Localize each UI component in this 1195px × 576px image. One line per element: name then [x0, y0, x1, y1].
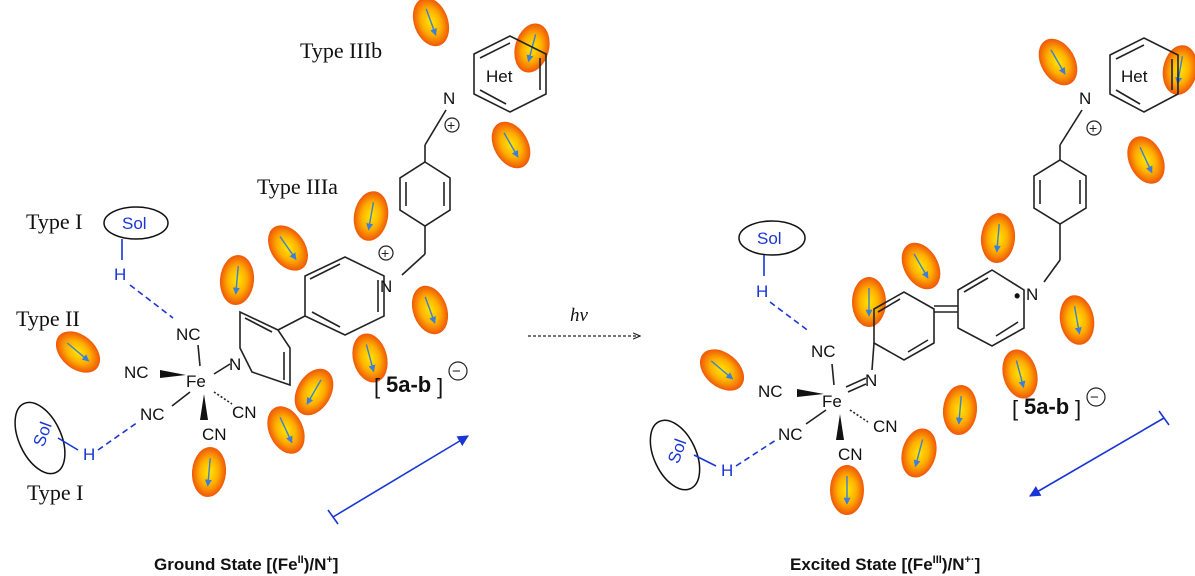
iron-cyanide-center-right: Fe NC NC NC CN CN: [758, 342, 898, 464]
iron-cyanide-center-left: Fe NC NC NC CN CN: [124, 325, 257, 444]
solvent-dipole: [1059, 295, 1095, 345]
solvent-dipole: [55, 331, 101, 373]
solvent-dipole: [1002, 349, 1038, 399]
solvent-bottom-right: Sol H: [649, 419, 777, 491]
reduced-viologen-ring-upper: N •: [957, 269, 1038, 347]
charge-plus-viologen: +: [381, 245, 389, 261]
nc-lower-left-right: NC: [778, 425, 803, 444]
solvent-dipole: [267, 406, 305, 454]
benzene-ring-left: [399, 161, 451, 227]
compound-5ab-right: 5a-b: [1024, 394, 1069, 419]
h-top: H: [114, 265, 126, 284]
n-atom-pyridine: N: [229, 355, 241, 374]
svg-text:]: ]: [1075, 396, 1081, 421]
solvent-dipole: [191, 447, 227, 497]
compound-label-right: [ 5a-b ] −: [1012, 387, 1106, 421]
solvent-dipole: [491, 121, 531, 169]
h-top-right: H: [756, 282, 768, 301]
solvent-dipole: [942, 385, 978, 435]
solvent-dipole: [1162, 45, 1195, 95]
photoexcitation-arrow: hv: [528, 305, 640, 336]
viologen-pyridinium-left: N +: [304, 245, 394, 336]
cn-bottom-right: CN: [838, 445, 863, 464]
n-atom-viologen-upper: N: [380, 277, 392, 296]
caption-ground-state: Ground State [(FeII)/N+]: [154, 554, 338, 574]
het-pyridinium-ring-right: Het N +: [1079, 37, 1179, 136]
solvent-dipole: [294, 368, 334, 416]
label-type-ii: Type II: [16, 306, 80, 331]
nc-lower-left: NC: [140, 405, 165, 424]
solvent-dipole: [219, 255, 255, 305]
het-label-right: Het: [1121, 67, 1148, 86]
compound-5ab-left: 5a-b: [386, 372, 431, 397]
cn-right-right: CN: [873, 417, 898, 436]
solvent-dipole: [352, 333, 388, 383]
solvent-dipole: [514, 23, 550, 73]
nc-left: NC: [124, 363, 149, 382]
label-type-iiib: Type IIIb: [300, 38, 382, 63]
svg-text:]: ]: [437, 374, 443, 399]
n-atom-het: N: [443, 89, 455, 108]
ground-state-structure: Type IIIb Type IIIa Type I Type II Type …: [14, 35, 547, 525]
solvent-dipole: [1127, 136, 1165, 184]
excited-state-structure: Het N + N • N: [649, 37, 1179, 497]
cn-bottom: CN: [202, 425, 227, 444]
charge-minus-right: −: [1090, 389, 1099, 406]
compound-label-left: [ 5a-b ] −: [374, 361, 468, 399]
fe-atom-right: Fe: [822, 392, 842, 411]
solvent-dipole: [411, 285, 449, 335]
benzene-ring-right: [1033, 159, 1087, 225]
h-bottom: H: [83, 445, 95, 464]
charge-plus-het-right: +: [1089, 120, 1097, 136]
solvent-top-right: Sol H: [738, 220, 811, 333]
solvent-dipole: [1038, 38, 1078, 86]
n-atom-pyridine-right: N: [865, 371, 877, 390]
solvent-dipoles: [55, 0, 1195, 515]
solvent-dipole: [830, 465, 864, 515]
field-arrow-left: [327, 435, 469, 525]
solvent-dipole: [901, 242, 941, 290]
sol-top-right-label: Sol: [757, 229, 782, 248]
label-type-iiia: Type IIIa: [257, 174, 338, 199]
pyridine-ring-left: N: [229, 310, 291, 387]
nc-top-right: NC: [811, 342, 836, 361]
h-bottom-right: H: [721, 461, 733, 480]
charge-minus-left: −: [452, 363, 461, 380]
label-type-i-top: Type I: [26, 209, 83, 234]
solvent-dipole: [268, 225, 308, 271]
het-pyridinium-ring-left: Het N +: [443, 35, 547, 133]
nc-top: NC: [176, 325, 201, 344]
fe-atom: Fe: [186, 372, 206, 391]
n-atom-reduced: N: [1026, 285, 1038, 304]
cn-right: CN: [232, 403, 257, 422]
solvent-dipole: [901, 428, 937, 478]
n-atom-het-right: N: [1079, 89, 1091, 108]
radical-dot: •: [1014, 286, 1020, 306]
svg-text:[: [: [1012, 396, 1018, 421]
charge-plus-het: +: [447, 117, 455, 133]
solvent-dipole: [852, 277, 886, 327]
label-type-i-bottom: Type I: [27, 480, 84, 505]
field-arrow-right: [1029, 410, 1170, 497]
het-label: Het: [486, 67, 513, 86]
solvent-bottom-left: Sol H: [14, 401, 139, 475]
svg-text:[: [: [374, 374, 380, 399]
solvent-dipole: [353, 191, 389, 241]
solvent-dipole: [980, 213, 1016, 263]
solvent-dipole: [699, 349, 745, 391]
nc-left-right: NC: [758, 382, 783, 401]
caption-excited-state: Excited State [(FeIII)/N+·]: [790, 554, 980, 574]
solvent-dipole: [412, 0, 450, 47]
hv-label: hv: [570, 305, 589, 326]
sol-top-label: Sol: [122, 214, 147, 233]
solvent-top-left: Sol H: [103, 206, 174, 319]
